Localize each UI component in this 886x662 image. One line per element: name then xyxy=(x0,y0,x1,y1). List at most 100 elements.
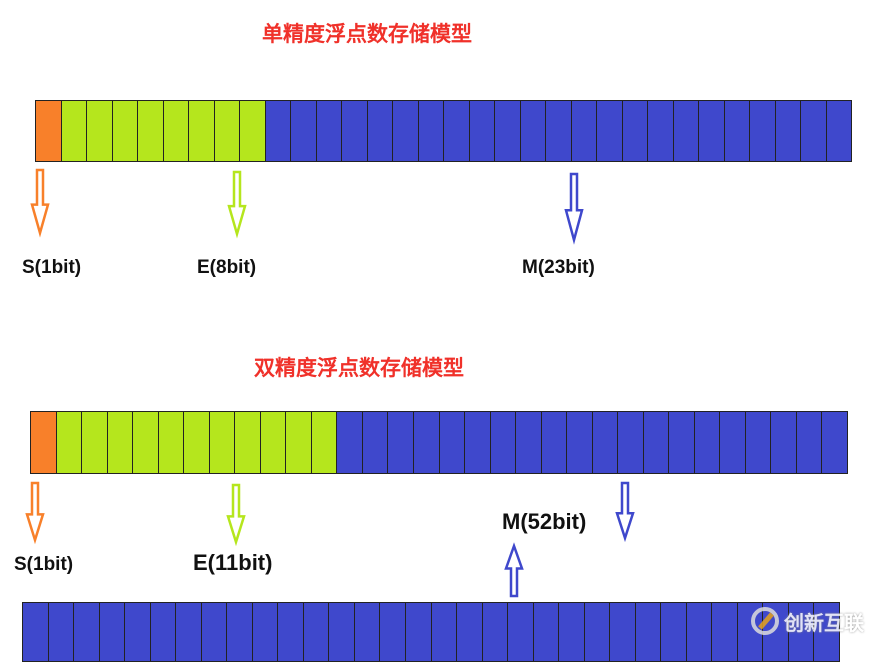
mantissa-bit-cell xyxy=(745,412,772,473)
double-mantissa-label: M(52bit) xyxy=(502,509,587,534)
mantissa-bit-cell xyxy=(648,101,674,161)
mantissa-bit-cell xyxy=(278,603,304,661)
mantissa-bit-cell xyxy=(490,412,517,473)
mantissa-bit-cell xyxy=(546,101,572,161)
logo-icon xyxy=(751,607,779,635)
exponent-bit-cell xyxy=(107,412,134,473)
exponent-bit-cell xyxy=(61,101,87,161)
exponent-arrow-down-icon xyxy=(227,170,247,239)
mantissa-bit-cell xyxy=(265,101,291,161)
mantissa-bit-cell xyxy=(826,101,851,161)
mantissa-bit-cell xyxy=(380,603,406,661)
mantissa-bit-cell xyxy=(669,412,695,473)
watermark-logo: 创新互联 xyxy=(750,606,864,636)
exponent-bit-cell xyxy=(286,412,312,473)
mantissa-bit-cell xyxy=(252,603,279,661)
sign-arrow-down-icon xyxy=(30,168,50,238)
mantissa-bit-cell xyxy=(771,412,797,473)
mantissa-bit-cell xyxy=(541,412,568,473)
mantissa-bit-cell xyxy=(393,101,419,161)
mantissa-arrow-down-icon xyxy=(564,172,584,245)
mantissa-bit-cell xyxy=(201,603,228,661)
mantissa-bit-cell xyxy=(388,412,414,473)
double-title: 双精度浮点数存储模型 xyxy=(254,356,464,380)
mantissa-bit-cell xyxy=(303,603,330,661)
exponent-bit-cell xyxy=(133,412,159,473)
mantissa-bit-cell xyxy=(635,603,662,661)
mantissa-bit-cell xyxy=(291,101,317,161)
mantissa-bit-cell xyxy=(469,101,495,161)
mantissa-bit-cell xyxy=(439,412,466,473)
double-bit-row xyxy=(30,411,848,474)
watermark-text: 创新互联 xyxy=(784,610,864,635)
mantissa-bit-cell xyxy=(99,603,126,661)
double-exponent-label: E(11bit) xyxy=(193,550,273,575)
exponent-bit-cell xyxy=(189,101,215,161)
mantissa-bit-cell xyxy=(74,603,100,661)
exponent-bit-cell xyxy=(112,101,138,161)
mantissa-bit-cell xyxy=(337,412,363,473)
mantissa-bit-cell xyxy=(720,412,746,473)
mantissa-bit-cell xyxy=(822,412,847,473)
mantissa-bit-cell xyxy=(342,101,368,161)
mantissa-bit-cell xyxy=(367,101,393,161)
mantissa-bit-cell xyxy=(362,412,389,473)
mantissa-bit-cell xyxy=(673,101,699,161)
single-sign-label: S(1bit) xyxy=(22,257,82,278)
mantissa-arrow-up-icon xyxy=(504,542,524,598)
mantissa-bit-cell xyxy=(775,101,801,161)
exponent-bit-cell xyxy=(235,412,261,473)
mantissa-bit-cell xyxy=(592,412,619,473)
mantissa-bit-cell xyxy=(48,603,75,661)
mantissa-bit-cell xyxy=(405,603,432,661)
sign-arrow-down-icon xyxy=(25,481,45,545)
mantissa-bit-cell xyxy=(694,412,721,473)
mantissa-bit-cell xyxy=(354,603,381,661)
mantissa-bit-cell xyxy=(661,603,687,661)
mantissa-bit-cell xyxy=(686,603,713,661)
mantissa-bit-cell xyxy=(559,603,585,661)
exponent-bit-cell xyxy=(260,412,287,473)
mantissa-bit-cell xyxy=(699,101,725,161)
mantissa-bit-cell xyxy=(482,603,509,661)
single-mantissa-label: M(23bit) xyxy=(522,257,595,278)
double-mantissa-row-2 xyxy=(22,602,840,662)
exponent-bit-cell xyxy=(209,412,236,473)
mantissa-bit-cell xyxy=(329,603,355,661)
exponent-bit-cell xyxy=(56,412,83,473)
mantissa-bit-cell xyxy=(788,603,815,661)
exponent-bit-cell xyxy=(311,412,338,473)
mantissa-arrow-down-icon xyxy=(615,481,635,543)
mantissa-bit-cell xyxy=(571,101,597,161)
mantissa-bit-cell xyxy=(567,412,593,473)
mantissa-bit-cell xyxy=(413,412,440,473)
mantissa-bit-cell xyxy=(618,412,644,473)
mantissa-bit-cell xyxy=(465,412,491,473)
exponent-bit-cell xyxy=(214,101,240,161)
mantissa-bit-cell xyxy=(814,603,839,661)
mantissa-bit-cell xyxy=(227,603,253,661)
single-exponent-label: E(8bit) xyxy=(197,257,257,278)
mantissa-bit-cell xyxy=(610,603,636,661)
mantissa-bit-cell xyxy=(316,101,342,161)
mantissa-bit-cell xyxy=(418,101,444,161)
sign-bit-cell xyxy=(36,101,62,161)
exponent-arrow-down-icon xyxy=(226,483,246,547)
mantissa-bit-cell xyxy=(712,603,738,661)
mantissa-bit-cell xyxy=(643,412,670,473)
mantissa-bit-cell xyxy=(597,101,623,161)
mantissa-bit-cell xyxy=(23,603,49,661)
mantissa-bit-cell xyxy=(176,603,202,661)
exponent-bit-cell xyxy=(163,101,189,161)
double-sign-label: S(1bit) xyxy=(14,554,74,575)
mantissa-bit-cell xyxy=(150,603,177,661)
mantissa-bit-cell xyxy=(724,101,750,161)
exponent-bit-cell xyxy=(158,412,185,473)
mantissa-bit-cell xyxy=(520,101,546,161)
sign-bit-cell xyxy=(31,412,57,473)
exponent-bit-cell xyxy=(82,412,108,473)
mantissa-bit-cell xyxy=(533,603,560,661)
mantissa-bit-cell xyxy=(431,603,458,661)
mantissa-bit-cell xyxy=(508,603,534,661)
single-title: 单精度浮点数存储模型 xyxy=(262,22,472,46)
